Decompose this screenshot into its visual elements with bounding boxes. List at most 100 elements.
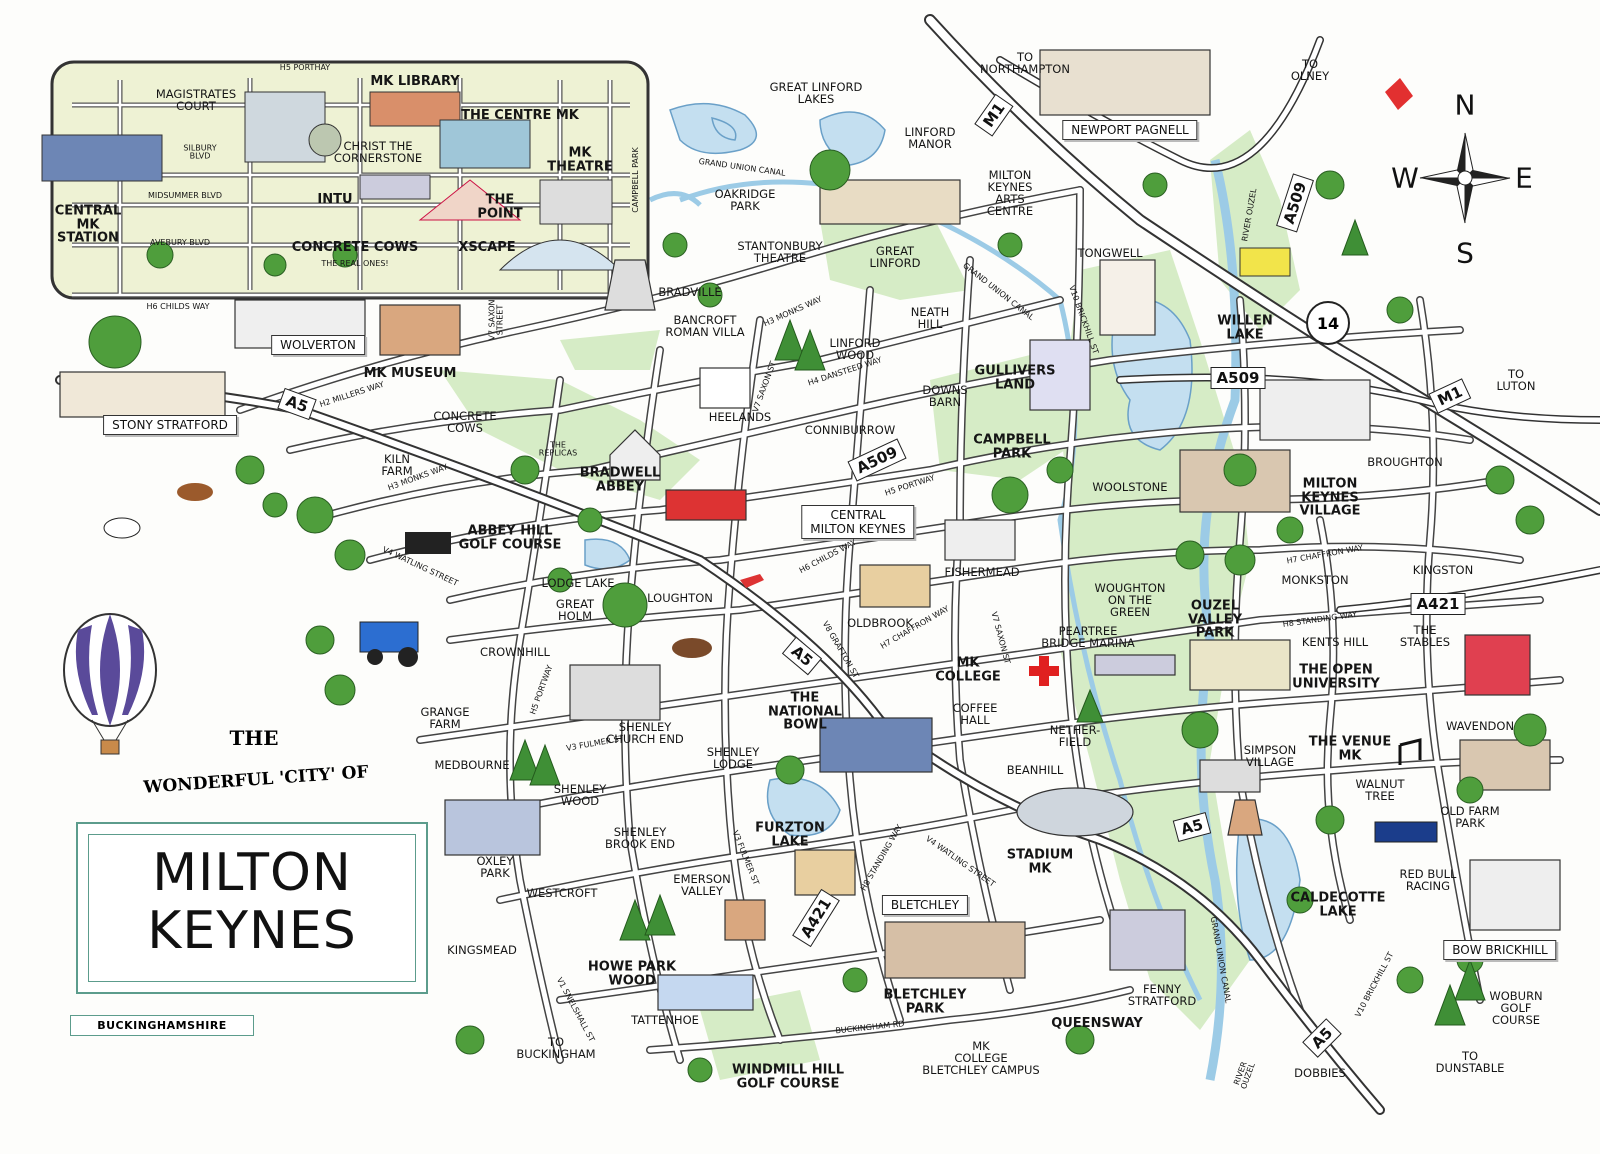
mk-village-label: MILTON KEYNES VILLAGE [1299,476,1361,519]
compass-w: W [1391,161,1419,195]
oxley-park-houses [444,799,541,856]
mk-theatre-label: MK THEATRE [547,145,613,174]
shenley-church [569,664,661,721]
red-bull-racing-label: RED BULL RACING [1399,866,1457,893]
furzton-lake [766,777,841,837]
shenley-church-end-label: SHENLEY CHURCH END [606,719,684,746]
inset-v7-saxon: V7 SAXON STREET [487,299,505,341]
a421-east-shield: A421 [1410,593,1466,615]
linford-manor-label: LINFORD MANOR [904,124,956,151]
newport-pagnell-church [1039,49,1211,116]
tattenhoe-label: TATTENHOE [631,1012,699,1027]
grange-farm-label: GRANGE FARM [420,704,470,731]
bradwell-abbey-chapel [609,429,661,481]
kiln-farm-label: KILN FARM [381,451,413,478]
delivery-truck-icon [1239,247,1291,277]
red-plane-icon [740,574,764,588]
kingsmead-label: KINGSMEAD [447,942,517,957]
inset-h6-childs-way: H6 CHILDS WAY [146,301,210,311]
howe-park-wood-label: HOWE PARK WOOD [587,959,677,988]
broughton-building [1259,379,1371,441]
junction-14-roundabout: 14 [1306,301,1350,345]
dobbies-label: DOBBIES [1294,1065,1346,1080]
bradville-label: BRADVILLE [658,284,722,299]
simpson-village-label: SIMPSON VILLAGE [1243,742,1297,769]
stadium-mk-label: STADIUM MK [1006,847,1074,876]
inset-campbell-park-road: CAMPBELL PARK [630,147,640,213]
bancroft-windmill [604,259,656,311]
neath-hill-label: NEATH HILL [910,304,950,331]
magistrates-court-label: MAGISTRATES COURT [155,86,237,113]
oldbrook-label: OLDBROOK [847,615,913,630]
simpson-houses [1199,759,1261,793]
fenny-stratford-houses [1109,909,1186,971]
great-holm-label: GREAT HOLM [555,596,595,623]
hospital-cross-icon [1029,656,1059,686]
point-pyramid [418,179,522,221]
furzton-lake-label: FURZTON LAKE [755,820,825,849]
hot-air-balloon [63,613,157,755]
compass-s: S [1456,236,1474,270]
emerson-valley-label: EMERSON VALLEY [673,871,731,898]
bletchley-park-label: BLETCHLEY PARK [883,987,967,1016]
linford-manor-house [819,179,961,225]
compass-rose [1419,132,1511,224]
the-point-label: THE POINT [477,192,523,221]
central-station-building [41,134,163,182]
to-buckingham: TO BUCKINGHAM [516,1034,596,1061]
mk-library-label: MK LIBRARY [370,74,460,90]
kite-icon [1385,78,1413,110]
stony-stratford-sign: STONY STRATFORD [103,415,237,435]
to-luton: TO LUTON [1496,366,1536,393]
xscape-label: XSCAPE [458,240,516,256]
intu-label: INTU [317,192,353,208]
centre-mk-building [439,119,531,169]
tractor-icon [359,621,419,653]
marina-boat [1094,654,1176,676]
woughton-label: WOUGHTON ON THE GREEN [1094,580,1166,620]
lodge-lake-label: LODGE LAKE [541,575,615,590]
newport-pagnell-sign: NEWPORT PAGNELL [1062,120,1198,140]
monkston-label: MONKSTON [1281,572,1349,587]
the-stables-label: THE STABLES [1399,622,1451,649]
christ-cornerstone-dome [308,123,342,157]
broughton-label: BROUGHTON [1367,454,1443,469]
title-county: BUCKINGHAMSHIRE [70,1015,254,1036]
lodge-lake [584,538,631,570]
bancroft-label: BANCROFT ROMAN VILLA [665,312,745,339]
woolstone-label: WOOLSTONE [1092,479,1168,494]
compass-n: N [1454,88,1476,122]
office-building [244,91,326,163]
bletchley-park-mansion [884,921,1026,979]
gullivers-land-label: GULLIVERS LAND [974,363,1056,392]
a509-mid-shield: A509 [1210,367,1266,389]
furzton-house [794,849,856,896]
conifers [509,218,1486,1026]
national-bowl-label: THE NATIONAL BOWL [768,690,842,733]
linford-wood-label: LINFORD WOOD [829,335,881,362]
mk-museum-building [379,304,461,356]
trees [88,149,1547,1083]
woburn-golf-label: WOBURN GOLF COURSE [1489,988,1543,1028]
fenny-stratford-label: FENNY STRATFORD [1127,981,1197,1008]
willen-lake [1111,297,1193,451]
bow-brickhill-sign: BOW BRICKHILL [1443,940,1557,960]
coffee-hall-label: COFFEE HALL [952,700,998,727]
open-university-building [1189,639,1291,691]
medbourne-label: MEDBOURNE [434,757,510,772]
fishermead-label: FISHERMEAD [944,564,1020,579]
map-buildings [59,49,1561,1011]
train-engine [665,489,747,521]
heelands-label: HEELANDS [708,409,772,424]
kingston-label: KINGSTON [1412,562,1474,577]
willen-lake-label: WILLEN LAKE [1217,313,1273,342]
compass-e: E [1515,161,1533,195]
fishermead-flats [944,519,1016,561]
abbey-hill-golf-label: ABBEY HILL GOLF COURSE [458,523,562,552]
arts-centre-label: MILTON KEYNES ARTS CENTRE [986,167,1034,219]
venue-mk-label: THE VENUE MK [1308,734,1392,763]
horse-icon [177,483,213,501]
westcroft-label: WESTCROFT [526,885,598,900]
conniburrow-label: CONNIBURROW [804,422,896,437]
stables-stage [1464,634,1531,696]
